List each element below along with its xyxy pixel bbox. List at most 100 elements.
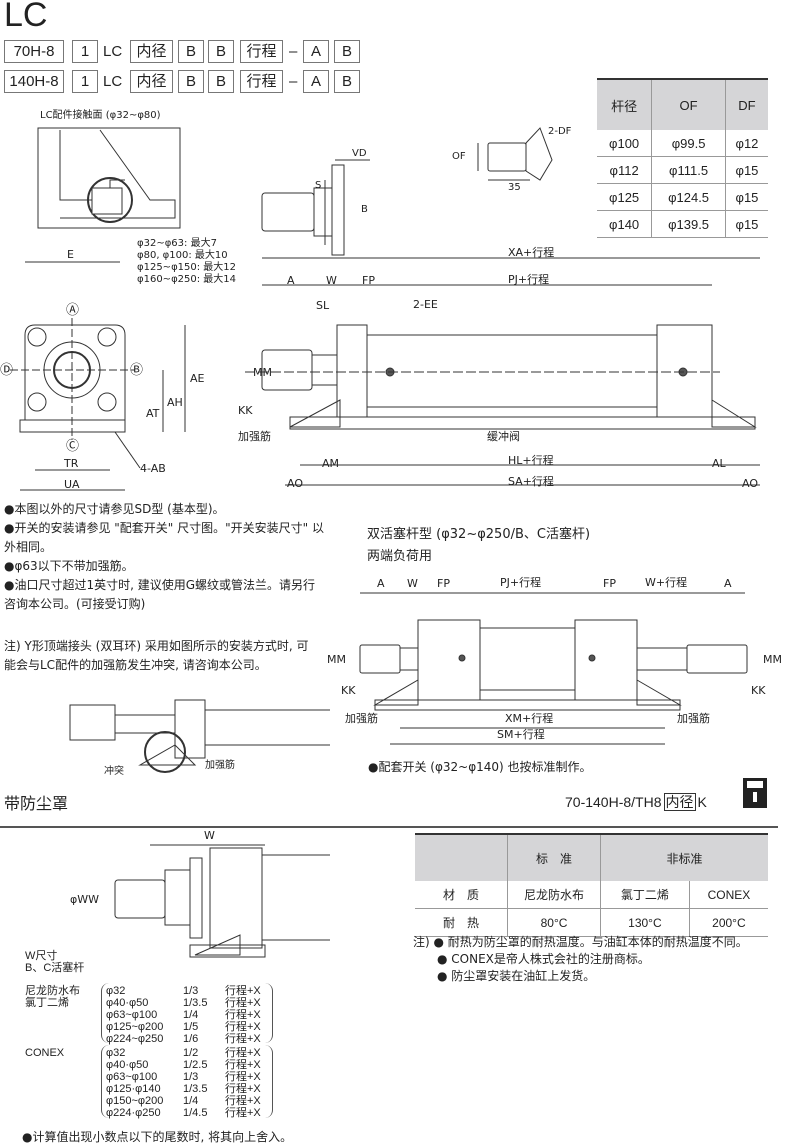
label-xa: XA+行程 — [508, 246, 555, 259]
rod-end-detail — [261, 159, 370, 256]
code-n: 1 — [72, 40, 98, 63]
table-value: 行程+X — [225, 1083, 261, 1095]
label-rib: 加强筋 — [238, 430, 271, 443]
max-note: φ80, φ100: 最大10 — [137, 250, 228, 261]
front-view — [10, 261, 186, 491]
table-cell: 耐 热 — [415, 908, 508, 937]
label-e: E — [67, 248, 74, 261]
table-value: 1/3.5 — [183, 997, 208, 1009]
table-value: 1/3 — [183, 1071, 199, 1083]
label-b-circle: Ⓑ — [130, 363, 144, 378]
label-w: W — [204, 829, 215, 842]
table-value: φ40·φ50 — [106, 997, 149, 1009]
label-ah: AH — [167, 396, 183, 409]
label-collision: 冲突 — [104, 766, 124, 777]
label-rib: 加强筋 — [345, 712, 378, 725]
code-a: A — [303, 40, 329, 63]
label-tr: TR — [64, 457, 79, 470]
group-label: 尼龙防水布 — [25, 985, 80, 997]
note: 注) ● 耐热为防尘罩的耐热温度。与油缸本体的耐热温度不同。 — [413, 935, 748, 949]
label-kk: KK — [238, 404, 253, 417]
page-title: LC — [4, 0, 48, 34]
table-cell: φ99.5 — [651, 130, 726, 157]
label-fp: FP — [603, 577, 616, 590]
label-kk: KK — [341, 684, 356, 697]
code-b3: B — [334, 40, 360, 63]
lc-contact-label: LC配件接触面 (φ32~φ80) — [40, 110, 161, 121]
table-cell: φ12 — [725, 130, 768, 157]
double-rod-subtitle: 两端负荷用 — [367, 549, 433, 564]
label-vd: VD — [352, 148, 367, 159]
label-sl: SL — [316, 299, 330, 312]
general-notes: ●本图以外的尺寸请参见SD型 (基本型)。 ●开关的安装请参见 "配套开关" 尺… — [4, 500, 324, 614]
table-cell: φ112 — [597, 156, 653, 184]
table-cell: 材 质 — [415, 881, 508, 909]
label-am: AM — [322, 457, 340, 470]
label-b: B — [361, 204, 368, 215]
table-cell: CONEX — [689, 881, 768, 909]
label-ww: φWW — [70, 893, 100, 906]
label-w: W — [326, 274, 337, 287]
note: ●φ63以下不带加强筋。 — [4, 559, 134, 573]
table-value: φ224~φ250 — [106, 1033, 164, 1045]
label-cushion-valve: 缓冲阀 — [487, 430, 520, 443]
note: ●油口尺寸超过1英寸时, 建议使用G螺纹或管法兰。请另行咨询本公司。(可接受订购… — [4, 578, 316, 611]
label-xm: XM+行程 — [505, 712, 554, 725]
table-value: 行程+X — [225, 1009, 261, 1021]
table-value: 1/3.5 — [183, 1083, 208, 1095]
table-cell: 130°C — [600, 908, 690, 937]
code-series: 140H-8 — [4, 70, 64, 93]
table-value: φ32 — [106, 1047, 126, 1059]
code-a: A — [303, 70, 329, 93]
table-cell: φ111.5 — [651, 156, 726, 184]
code-series: 70H-8 — [4, 40, 64, 63]
code-prefix: 70-140H-8/TH8 — [565, 794, 662, 810]
label-sm: SM+行程 — [497, 728, 545, 741]
code-b2: B — [208, 40, 234, 63]
label-a: A — [377, 577, 385, 590]
label-ao: AO — [287, 477, 303, 490]
col-header: DF — [725, 78, 768, 130]
code-bore: 内径 — [130, 70, 173, 93]
label-35: 35 — [508, 182, 521, 193]
table-value: φ224·φ250 — [106, 1107, 161, 1119]
col-header: OF — [651, 78, 726, 130]
table-value: φ150~φ200 — [106, 1095, 164, 1107]
max-note: φ160~φ250: 最大14 — [137, 274, 237, 285]
label-of: OF — [452, 151, 466, 162]
label-s: S — [315, 180, 322, 191]
label-a-circle: Ⓐ — [66, 303, 80, 318]
label-pj: PJ+行程 — [500, 576, 542, 589]
table-cell: φ15 — [725, 156, 768, 184]
label-w-stroke: W+行程 — [645, 576, 688, 589]
label-w: W — [407, 577, 418, 590]
max-note: φ32~φ63: 最大7 — [137, 238, 217, 249]
code-n: 1 — [72, 70, 98, 93]
label-sa: SA+行程 — [508, 475, 554, 488]
switch-note: ●配套开关 (φ32~φ140) 也按标准制作。 — [368, 760, 592, 774]
code-b2: B — [208, 70, 234, 93]
note: ● 防尘罩安装在油缸上发货。 — [437, 969, 596, 983]
label-rib: 加强筋 — [677, 712, 710, 725]
table-value: 行程+X — [225, 1021, 261, 1033]
col-header: 非标准 — [600, 833, 768, 881]
label-kk: KK — [751, 684, 766, 697]
label-ao: AO — [742, 477, 758, 490]
code-type: LC — [103, 73, 123, 90]
y-clevis-note: 注) Y形顶端接头 (双耳环) 采用如图所示的安装方式时, 可能会与LC配件的加… — [4, 639, 309, 672]
col-header — [415, 833, 508, 881]
table-value: 1/4.5 — [183, 1107, 208, 1119]
code-dash: – — [289, 43, 298, 60]
table-cell: 200°C — [689, 908, 768, 937]
note: ● CONEX是帝人株式会社的注册商标。 — [437, 952, 650, 966]
table-value: φ63~φ100 — [106, 1009, 158, 1021]
table-value: 1/2.5 — [183, 1059, 208, 1071]
